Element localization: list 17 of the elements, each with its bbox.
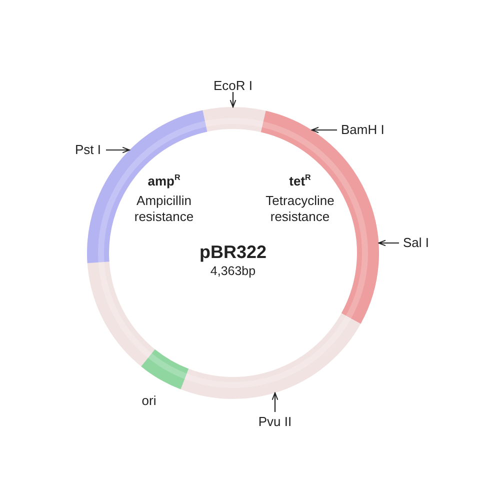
arrow bbox=[378, 240, 399, 246]
site-label: BamH I bbox=[341, 122, 384, 138]
arrow bbox=[272, 392, 278, 412]
plasmid-size: 4,363bp bbox=[209, 264, 257, 279]
plasmid-name: pBR322 bbox=[198, 242, 268, 264]
arrow bbox=[311, 126, 337, 134]
gene-description: Tetracycline resistance bbox=[264, 193, 336, 224]
gene-description: Ampicillin resistance bbox=[133, 193, 195, 224]
site-label: Sal I bbox=[403, 235, 430, 251]
gene-name: tet$^{R}$ bbox=[289, 173, 311, 189]
gene-name: amp$^{R}$ bbox=[148, 173, 180, 189]
site-label: EcoR I bbox=[173, 78, 293, 94]
arrow bbox=[106, 146, 130, 154]
origin-label: ori bbox=[142, 393, 156, 409]
site-label: Pvu II bbox=[215, 414, 335, 430]
site-label: Pst I bbox=[74, 142, 101, 158]
arrow bbox=[230, 92, 236, 108]
